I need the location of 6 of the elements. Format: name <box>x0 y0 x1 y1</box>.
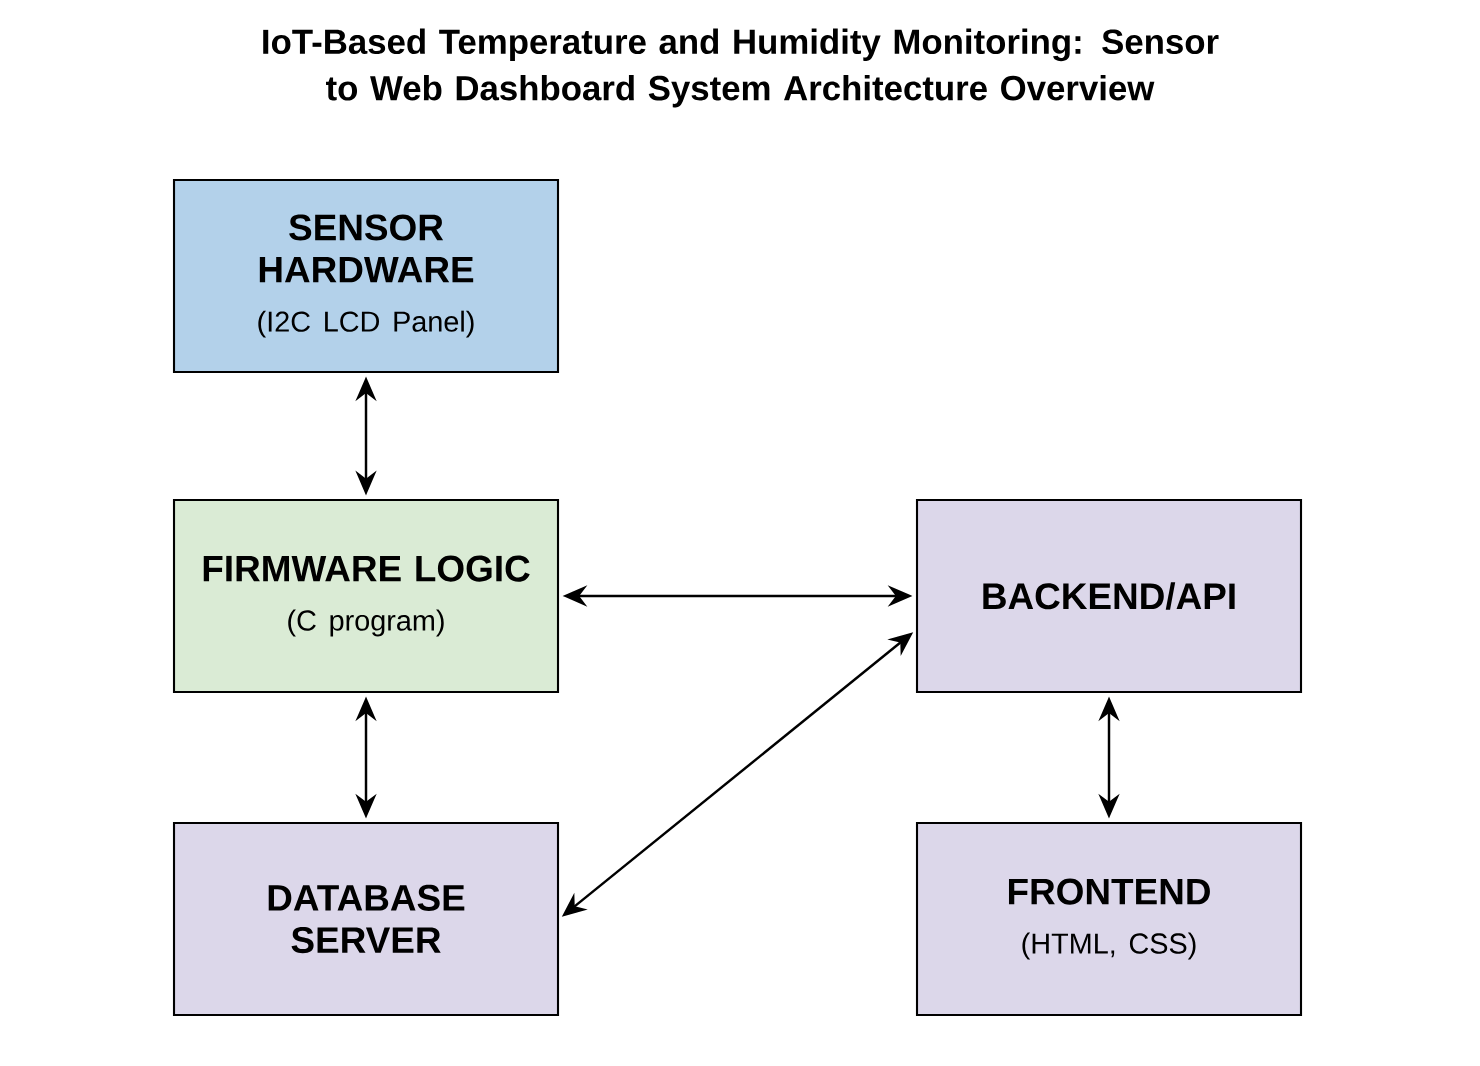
process-box: BACKEND/API <box>915 498 1303 694</box>
process-box: DATABASE SERVER <box>172 821 560 1017</box>
process-box: FIRMWARE LOGIC (C program) <box>172 498 560 694</box>
process-box: SENSOR HARDWARE (I2C LCD Panel) <box>172 178 560 374</box>
title: IoT-Based Temperature and Humidity Monitoring: Sensor to Web Dashboard System Architecture Overview <box>263 28 1219 108</box>
process-box: FRONTEND (HTML, CSS) <box>915 821 1303 1017</box>
